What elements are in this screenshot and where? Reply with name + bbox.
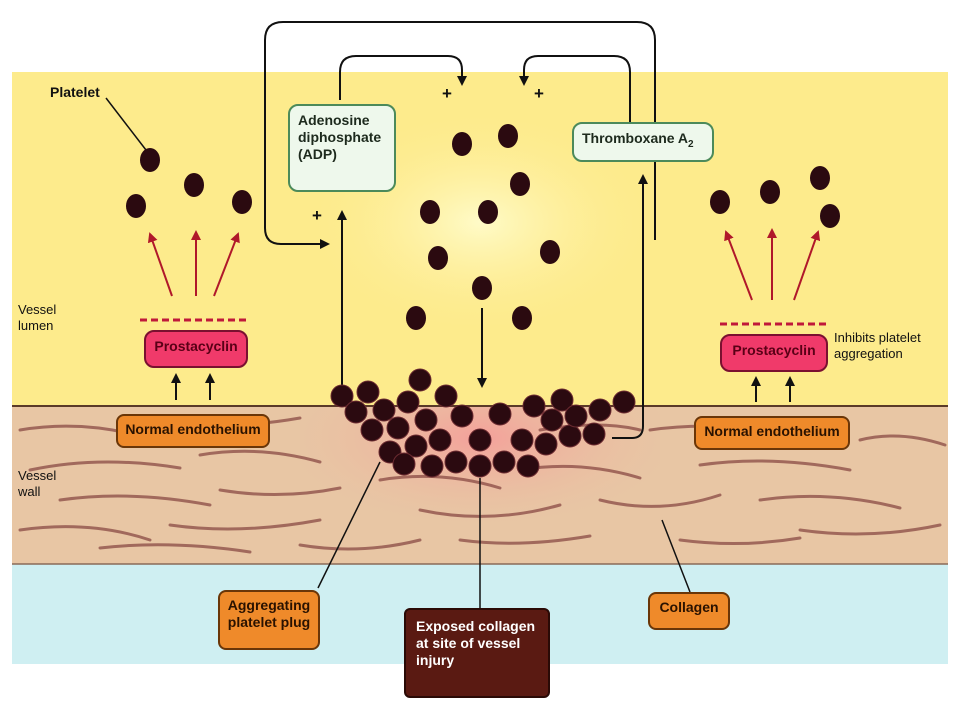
- thromboxane-box: Thromboxane A2: [572, 122, 714, 162]
- platelet: [512, 306, 532, 330]
- platelet: [510, 172, 530, 196]
- platelet: [498, 124, 518, 148]
- platelet: [232, 190, 252, 214]
- platelet: [420, 200, 440, 224]
- collagen-box: Collagen: [648, 592, 730, 630]
- platelet: [478, 200, 498, 224]
- collagen-pointer: [661, 519, 691, 593]
- plus-sign-adp: +: [442, 84, 452, 103]
- exposed-collagen-box: Exposed collagen at site of vessel injur…: [404, 608, 550, 698]
- platelet: [820, 204, 840, 228]
- platelet: [406, 306, 426, 330]
- left-inhibition: [140, 230, 250, 400]
- platelet-label: Platelet: [50, 84, 100, 100]
- platelets: [126, 124, 840, 330]
- platelet: [710, 190, 730, 214]
- endothelium-left-box: Normal endothelium: [116, 414, 270, 448]
- platelet: [810, 166, 830, 190]
- adp-loop: [339, 55, 467, 100]
- feedback-loops: [264, 21, 656, 439]
- platelet: [126, 194, 146, 218]
- platelet: [140, 148, 160, 172]
- plus-sign-thromboxane: +: [534, 84, 544, 103]
- platelet: [452, 132, 472, 156]
- platelet: [472, 276, 492, 300]
- right-inhibition: [720, 228, 830, 402]
- vessel-wall-label: Vessel wall: [18, 468, 57, 499]
- thromboxane-label: Thromboxane A: [582, 130, 689, 146]
- platelet: [540, 240, 560, 264]
- outer-loop: [264, 21, 656, 249]
- pointer-lines: [105, 97, 691, 608]
- plug-pointer: [317, 461, 381, 589]
- platelet: [428, 246, 448, 270]
- inhibits-label: Inhibits platelet aggregation: [834, 330, 921, 361]
- platelet: [760, 180, 780, 204]
- adp-box: Adenosine diphosphate (ADP): [288, 104, 396, 192]
- vessel-lumen-label: Vessel lumen: [18, 302, 57, 333]
- endothelium-right-box: Normal endothelium: [694, 416, 850, 450]
- thromboxane-loop: [519, 55, 631, 122]
- platelet-pointer: [105, 97, 147, 151]
- plug-box: Aggregating platelet plug: [218, 590, 320, 650]
- prostacyclin-left-box: Prostacyclin: [144, 330, 248, 368]
- plug-to-thromboxane: [612, 174, 648, 439]
- plus-sign-outer: +: [312, 206, 322, 225]
- platelet: [184, 173, 204, 197]
- thromboxane-subscript: 2: [688, 138, 694, 150]
- platelet-plug: [330, 368, 636, 478]
- prostacyclin-right-box: Prostacyclin: [720, 334, 828, 372]
